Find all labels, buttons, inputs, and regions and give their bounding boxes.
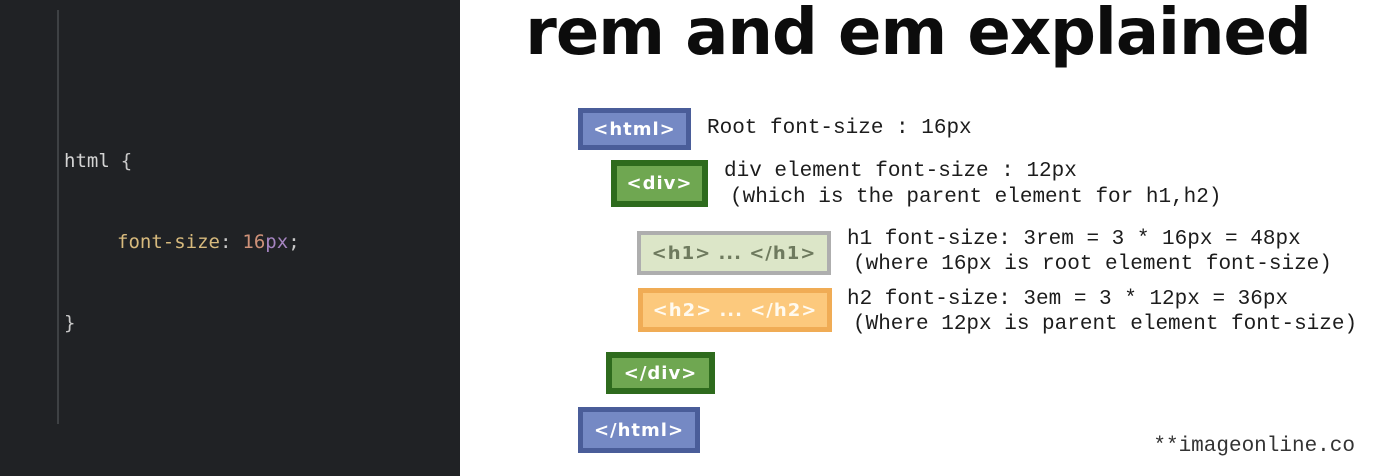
h1-tag-badge: <h1> ... </h1> bbox=[637, 231, 831, 275]
badge-label: <h1> ... </h1> bbox=[651, 242, 817, 264]
colon: : bbox=[219, 231, 232, 253]
html-open-tag-badge: <html> bbox=[578, 108, 691, 150]
div-font-size-label: div element font-size : 12px bbox=[724, 160, 1077, 183]
open-brace: { bbox=[120, 150, 133, 172]
page-title: rem and em explained bbox=[525, 0, 1312, 70]
badge-label: </div> bbox=[623, 362, 698, 384]
css-property: font-size bbox=[117, 231, 220, 253]
watermark: **imageonline.co bbox=[1153, 435, 1355, 458]
css-rule-html: html { font-size:16px; } bbox=[64, 94, 300, 391]
semicolon: ; bbox=[288, 231, 300, 253]
h1-note-label: (where 16px is root element font-size) bbox=[853, 253, 1332, 276]
html-close-tag-badge: </html> bbox=[578, 407, 700, 453]
h2-tag-badge: <h2> ... </h2> bbox=[638, 288, 832, 332]
css-code-block: html{ font-size:16px; } div{ font-size:1… bbox=[64, 13, 300, 476]
h2-note-label: (Where 12px is parent element font-size) bbox=[853, 313, 1358, 336]
code-line: font-size:16px; bbox=[64, 229, 300, 256]
editor-indent-guide bbox=[57, 10, 59, 424]
root-font-size-label: Root font-size : 16px bbox=[707, 117, 972, 140]
diagram-panel: rem and em explained <html> Root font-si… bbox=[460, 0, 1376, 476]
close-brace: } bbox=[64, 312, 76, 334]
div-close-tag-badge: </div> bbox=[606, 352, 715, 394]
h1-calculation-label: h1 font-size: 3rem = 3 * 16px = 48px bbox=[847, 228, 1301, 251]
code-editor-panel: html{ font-size:16px; } div{ font-size:1… bbox=[0, 0, 460, 476]
h2-calculation-label: h2 font-size: 3em = 3 * 12px = 36px bbox=[847, 288, 1289, 311]
badge-label: <html> bbox=[593, 118, 676, 140]
badge-label: <div> bbox=[626, 173, 693, 194]
badge-label: </html> bbox=[593, 419, 685, 441]
css-selector: html bbox=[64, 150, 110, 172]
css-value-unit: px bbox=[265, 231, 289, 253]
div-open-tag-badge: <div> bbox=[611, 160, 708, 207]
badge-label: <h2> ... </h2> bbox=[652, 299, 818, 321]
code-line: } bbox=[64, 310, 300, 337]
css-value-number: 16 bbox=[242, 231, 266, 253]
code-line: html { bbox=[64, 148, 300, 175]
div-parent-note-label: (which is the parent element for h1,h2) bbox=[730, 186, 1222, 209]
